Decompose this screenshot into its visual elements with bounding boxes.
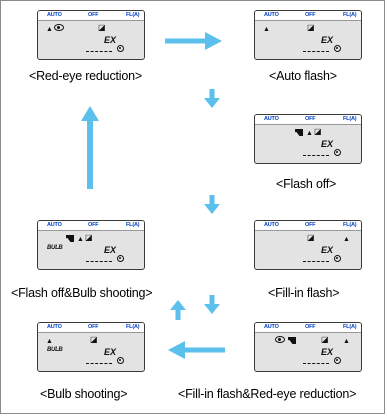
mode-auto-label: AUTO bbox=[47, 12, 62, 18]
arrow-down-icon bbox=[204, 295, 220, 314]
target-icon bbox=[117, 255, 124, 262]
frame-icon: ◪ bbox=[85, 233, 93, 242]
ex-indicator: EX bbox=[321, 245, 334, 255]
mode-off-label: OFF bbox=[88, 324, 99, 330]
bulb-indicator: BULB bbox=[47, 347, 63, 353]
mode-auto-label: AUTO bbox=[47, 222, 62, 228]
flash-ready-icon: ▲ bbox=[343, 236, 350, 243]
arrow-down-icon bbox=[204, 195, 220, 214]
lcd-auto-flash: AUTO OFF FL(A) ▲ ◪ EX bbox=[254, 10, 362, 60]
mode-fill-label: FL(A) bbox=[126, 222, 140, 228]
mode-bar bbox=[38, 323, 144, 333]
ex-indicator: EX bbox=[104, 347, 117, 357]
target-icon bbox=[334, 149, 341, 156]
frame-icon: ◪ bbox=[307, 233, 315, 242]
ex-indicator: EX bbox=[104, 245, 117, 255]
mode-fill-label: FL(A) bbox=[343, 324, 357, 330]
mode-fill-label: FL(A) bbox=[343, 12, 357, 18]
ex-indicator: EX bbox=[321, 35, 334, 45]
flash-off-icon bbox=[295, 129, 303, 136]
mode-auto-label: AUTO bbox=[264, 12, 279, 18]
mode-fill-label: FL(A) bbox=[343, 222, 357, 228]
flash-ready-icon: ▲ bbox=[343, 338, 350, 345]
mode-bar bbox=[255, 323, 361, 333]
label-flash-off-bulb: <Flash off&Bulb shooting> bbox=[11, 286, 153, 300]
mode-auto-label: AUTO bbox=[264, 222, 279, 228]
mode-bar bbox=[255, 11, 361, 21]
lcd-flash-off-bulb: AUTO OFF FL(A) ▲ ◪ BULB EX bbox=[37, 220, 145, 270]
label-flash-off: <Flash off> bbox=[276, 177, 337, 191]
flash-ready-icon: ▲ bbox=[46, 338, 53, 345]
mode-off-label: OFF bbox=[305, 324, 316, 330]
mode-fill-label: FL(A) bbox=[126, 12, 140, 18]
lcd-fill-in: AUTO OFF FL(A) ◪ ▲ EX bbox=[254, 220, 362, 270]
counter-dashes bbox=[86, 51, 112, 52]
lcd-bulb-shooting: AUTO OFF FL(A) ▲ ◪ BULB EX bbox=[37, 322, 145, 372]
mode-bar bbox=[255, 115, 361, 125]
frame-icon: ◪ bbox=[98, 23, 106, 32]
target-icon bbox=[334, 357, 341, 364]
flash-ready-icon: ▲ bbox=[306, 130, 313, 137]
counter-dashes bbox=[303, 51, 329, 52]
target-icon bbox=[117, 45, 124, 52]
label-bulb-shooting: <Bulb shooting> bbox=[40, 387, 128, 401]
counter-dashes bbox=[86, 363, 112, 364]
lcd-red-eye: AUTO OFF FL(A) ▲ ◪ EX bbox=[37, 10, 145, 60]
flash-ready-icon: ▲ bbox=[77, 236, 84, 243]
mode-off-label: OFF bbox=[305, 222, 316, 228]
ex-indicator: EX bbox=[321, 347, 334, 357]
flash-ready-icon: ▲ bbox=[46, 26, 53, 33]
frame-icon: ◪ bbox=[321, 335, 329, 344]
counter-dashes bbox=[86, 261, 112, 262]
arrow-left-icon bbox=[168, 341, 225, 359]
target-icon bbox=[334, 255, 341, 262]
label-red-eye: <Red-eye reduction> bbox=[29, 69, 142, 83]
label-fill-in-red-eye: <Fill-in flash&Red-eye reduction> bbox=[178, 387, 357, 401]
red-eye-icon bbox=[54, 24, 64, 31]
counter-dashes bbox=[303, 363, 329, 364]
frame-icon: ◪ bbox=[307, 23, 315, 32]
label-fill-in: <Fill-in flash> bbox=[268, 286, 340, 300]
mode-auto-label: AUTO bbox=[264, 324, 279, 330]
flash-off-icon bbox=[288, 337, 296, 344]
lcd-fill-in-red-eye: AUTO OFF FL(A) ◪ ▲ EX bbox=[254, 322, 362, 372]
lcd-flash-off: AUTO OFF FL(A) ▲ ◪ EX bbox=[254, 114, 362, 164]
frame-icon: ◪ bbox=[314, 127, 322, 136]
counter-dashes bbox=[303, 155, 329, 156]
mode-auto-label: AUTO bbox=[264, 116, 279, 122]
ex-indicator: EX bbox=[104, 35, 117, 45]
counter-dashes bbox=[303, 261, 329, 262]
mode-auto-label: AUTO bbox=[47, 324, 62, 330]
flash-ready-icon: ▲ bbox=[263, 26, 270, 33]
arrow-up-icon bbox=[170, 300, 186, 320]
frame-icon: ◪ bbox=[90, 335, 98, 344]
mode-off-label: OFF bbox=[305, 12, 316, 18]
mode-off-label: OFF bbox=[88, 12, 99, 18]
arrow-right-icon bbox=[165, 32, 222, 50]
mode-bar bbox=[255, 221, 361, 231]
red-eye-icon bbox=[275, 336, 285, 343]
arrow-down-icon bbox=[204, 89, 220, 108]
bulb-indicator: BULB bbox=[47, 245, 63, 251]
flash-off-icon bbox=[66, 235, 74, 242]
label-auto-flash: <Auto flash> bbox=[269, 69, 337, 83]
mode-fill-label: FL(A) bbox=[343, 116, 357, 122]
ex-indicator: EX bbox=[321, 139, 334, 149]
mode-fill-label: FL(A) bbox=[126, 324, 140, 330]
mode-off-label: OFF bbox=[88, 222, 99, 228]
arrow-up-icon bbox=[81, 106, 99, 189]
mode-bar bbox=[38, 11, 144, 21]
target-icon bbox=[334, 45, 341, 52]
mode-off-label: OFF bbox=[305, 116, 316, 122]
mode-bar bbox=[38, 221, 144, 231]
target-icon bbox=[117, 357, 124, 364]
